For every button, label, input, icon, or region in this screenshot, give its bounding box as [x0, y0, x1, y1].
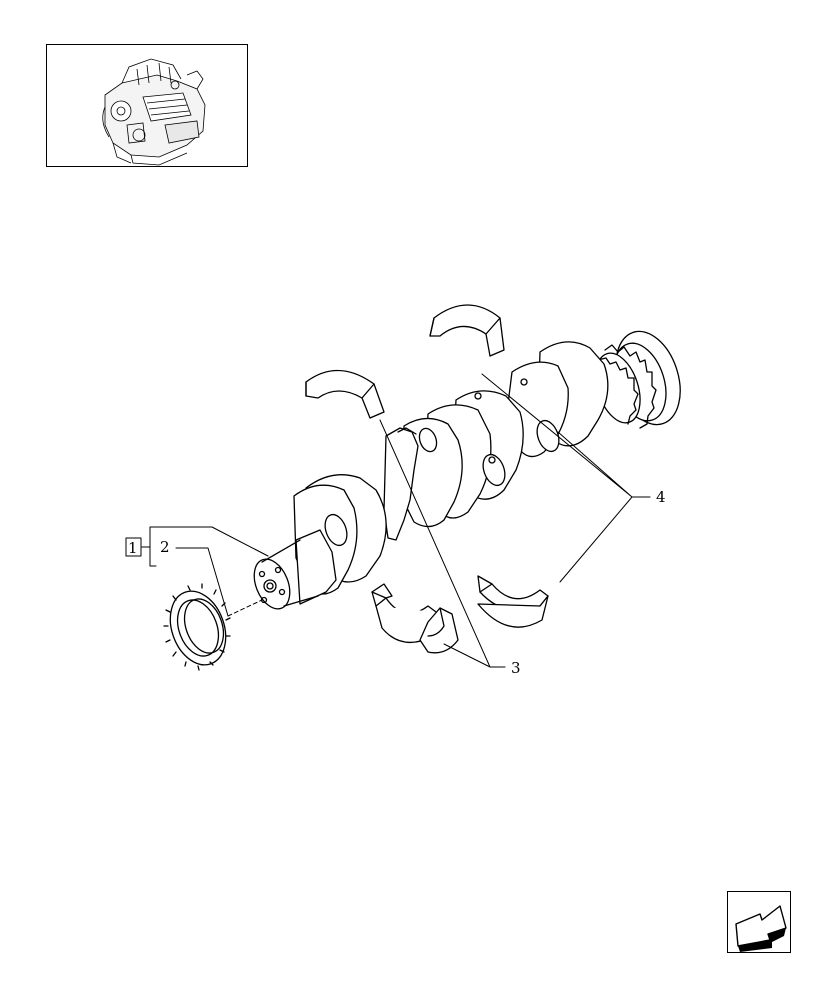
next-page-button[interactable]	[727, 891, 791, 953]
callout-box-1	[125, 537, 142, 557]
main-bearing-shell-upper-1	[429, 304, 505, 357]
main-bearing-shell-upper-2	[305, 369, 385, 419]
engine-assembly-icon	[102, 58, 206, 166]
timing-gear	[163, 583, 231, 671]
callout-3[interactable]: 3	[511, 659, 521, 677]
callout-2[interactable]: 2	[160, 538, 170, 556]
leader-lines	[141, 373, 651, 668]
callout-4[interactable]: 4	[656, 488, 666, 506]
crankshaft-flange	[595, 330, 681, 429]
main-bearing-shell-lower-3b	[419, 607, 459, 654]
crankshaft	[253, 341, 609, 610]
main-bearing-shell-lower-4	[477, 575, 549, 628]
next-page-arrow-icon	[735, 905, 787, 952]
engine-thumbnail[interactable]	[46, 44, 248, 167]
callout-1[interactable]: 1	[128, 539, 138, 557]
